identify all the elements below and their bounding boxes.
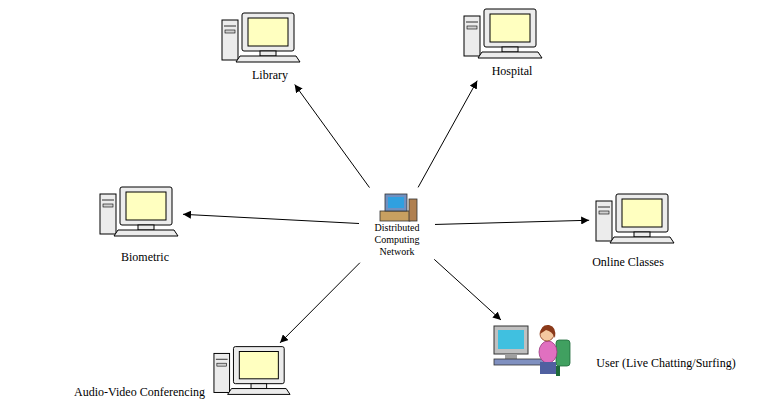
network-base <box>380 211 410 221</box>
online-classes-computer: Online Classes <box>594 193 676 245</box>
connector-arrow <box>280 263 360 343</box>
connector-arrow <box>418 81 477 188</box>
node-label: Online Classes <box>592 255 664 269</box>
library-computer: Library <box>220 12 302 64</box>
node-label: Biometric <box>121 250 169 264</box>
hospital-computer: Hospital <box>462 8 544 60</box>
network-icon <box>380 194 417 221</box>
user-icon <box>494 325 570 376</box>
computer-icon <box>464 9 542 58</box>
desk <box>494 359 544 365</box>
connector-arrow <box>435 220 589 224</box>
network-hub: Distributed Computing Network <box>362 190 432 261</box>
connector-arrow <box>434 259 501 320</box>
computer-icon <box>222 13 300 62</box>
user-monitor <box>494 326 528 354</box>
node-title: Distributed Computing Network <box>362 222 432 258</box>
user-screen <box>498 330 524 349</box>
chair-leg <box>556 366 560 376</box>
computer-icon <box>596 194 674 243</box>
chair <box>556 340 570 366</box>
connector-arrow <box>183 214 359 223</box>
user-hair <box>540 325 555 338</box>
node-label: Hospital <box>492 64 533 78</box>
node-label: User (Live Chatting/Surfing) <box>596 356 735 370</box>
network-screen <box>388 197 404 208</box>
network-tower <box>409 199 417 221</box>
user-workstation: User (Live Chatting/Surfing) <box>492 322 576 378</box>
network-monitor <box>385 194 407 211</box>
user-monitor-stand <box>505 354 517 359</box>
computer-icon <box>100 187 178 236</box>
connector-arrow <box>295 84 370 187</box>
node-label: Library <box>252 68 288 82</box>
node-label: Audio-Video Conferencing <box>74 385 205 399</box>
biometric-computer: Biometric <box>98 186 180 238</box>
user-legs <box>540 362 556 374</box>
user-body <box>539 341 557 363</box>
conferencing-computer: Audio-Video Conferencing <box>212 345 292 397</box>
computer-icon <box>214 347 290 395</box>
